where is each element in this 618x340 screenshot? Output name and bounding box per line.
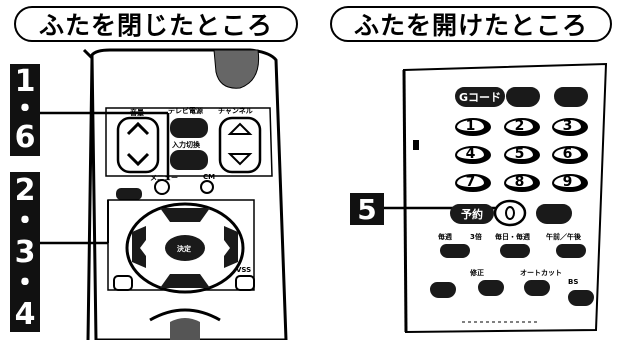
step-number: 2 (14, 172, 36, 208)
open-lid-title: ふたを開けたところ (330, 6, 612, 42)
closed-lid-title: ふたを閉じたところ (14, 6, 298, 42)
volume-label: 音量 (130, 109, 144, 117)
tv-power-label: テレビ電源 (168, 107, 203, 115)
step-badge-1-6: 1 ・ 6 (10, 64, 40, 156)
bottom-key-2 (478, 280, 504, 296)
step-number: 6 (14, 120, 36, 155)
step-separator: ・ (10, 203, 40, 239)
step-number: 1 (14, 64, 36, 99)
number-key-6: 6 (552, 146, 588, 164)
step-number: 4 (14, 296, 36, 332)
channel-label: チャンネル (218, 107, 253, 115)
auto-cut-label: オートカット (520, 269, 562, 277)
bottom-key-1 (430, 282, 456, 298)
number-key-7: 7 (455, 174, 491, 192)
number-key-4: 4 (455, 146, 491, 164)
step-number: 3 (14, 234, 36, 270)
gcode-button: Gコード (455, 87, 505, 107)
step-separator: ・ (10, 92, 40, 127)
step-badge-2-3-4: 2 ・ 3 ・ 4 (10, 172, 40, 332)
step-badge-5: 5 (350, 193, 384, 226)
number-key-1: 1 (455, 118, 491, 136)
top-key-2 (506, 87, 540, 107)
three-times-label: 3倍 (470, 233, 482, 241)
bottom-key-4 (568, 290, 594, 306)
input-switch-label: 入力切換 (172, 141, 200, 149)
vss-label: VSS (236, 266, 252, 274)
every-week-label: 毎週 (438, 233, 452, 241)
number-key-2: 2 (504, 118, 540, 136)
gcode-label: Gコード (458, 91, 502, 104)
program-label: 予約 (461, 208, 483, 221)
number-key-9: 9 (552, 174, 588, 192)
bottom-key-3 (524, 280, 550, 296)
row-key-2 (500, 244, 530, 258)
correct-label: 修正 (470, 269, 484, 277)
menu-label: メニュー (150, 174, 178, 182)
row-key-3 (556, 244, 586, 258)
row-key-1 (440, 244, 470, 258)
top-key-3 (554, 87, 588, 107)
cm-label: CM (203, 173, 216, 181)
am-pm-label: 午前／午後 (546, 233, 581, 241)
number-key-5: 5 (504, 146, 540, 164)
daily-weekly-label: 毎日・毎週 (495, 233, 530, 241)
side-key (536, 204, 572, 224)
bs-label: BS (568, 278, 579, 286)
number-key-3: 3 (552, 118, 588, 136)
step-separator: ・ (10, 265, 40, 301)
program-button: 予約 (450, 204, 494, 224)
enter-label: 決定 (177, 245, 191, 253)
number-key-8: 8 (504, 174, 540, 192)
